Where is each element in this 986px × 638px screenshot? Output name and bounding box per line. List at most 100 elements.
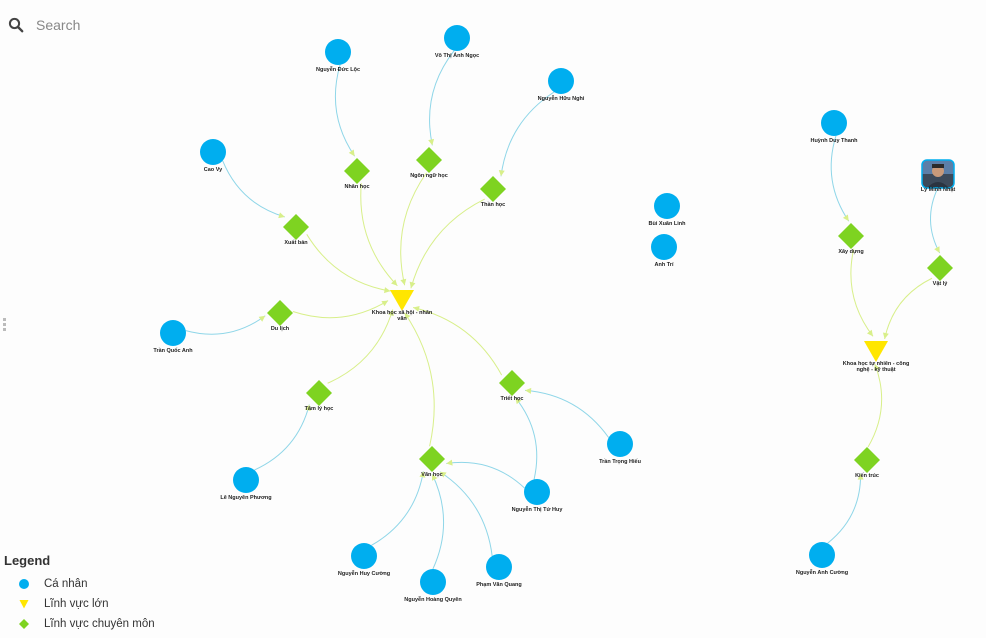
edge [930, 186, 941, 254]
edge [327, 309, 394, 384]
graph-node-person[interactable]: Nguyễn Anh Cường [796, 542, 848, 576]
edge-line [446, 461, 525, 489]
edge-line [867, 363, 883, 448]
drag-handle[interactable] [3, 318, 6, 331]
edge-arrowhead [278, 212, 285, 219]
edge [431, 473, 445, 570]
node-label: Lê Nguyên Phương [220, 495, 271, 501]
person-circle [325, 39, 351, 65]
edges-layer [185, 50, 941, 570]
legend-item-major: Lĩnh vực lớn [4, 594, 155, 614]
graph-node-person[interactable]: Nguyễn Huy Cường [338, 543, 390, 577]
search-input[interactable] [34, 16, 288, 34]
edge-arrowhead [348, 149, 355, 157]
node-label: Kiến trúc [855, 472, 879, 479]
legend-item-specialty: Lĩnh vực chuyên môn [4, 614, 155, 634]
graph-node-person[interactable]: Trần Quốc Anh [153, 320, 193, 354]
specialty-diamond [480, 176, 506, 202]
node-label: Lý Minh Nhật [921, 187, 956, 193]
edge-arrowhead [409, 281, 416, 289]
graph-node-specialty[interactable]: Du lịch [267, 300, 293, 332]
edge-arrowhead [391, 279, 398, 286]
node-label: Nguyễn Đức Lộc [316, 66, 360, 73]
edge-arrowhead [404, 312, 411, 320]
node-label: Nguyễn Hoàng Quyên [404, 596, 462, 603]
node-label: Du lịch [271, 326, 290, 332]
node-label-line: Khoa học tự nhiên - công [843, 361, 910, 367]
edge [867, 363, 883, 448]
node-label: Vật lý [933, 281, 949, 287]
graph-node-person[interactable]: Lý Minh Nhật [921, 159, 956, 193]
graph-node-specialty[interactable]: Văn học [419, 446, 445, 478]
graph-node-person[interactable]: Nguyễn Thị Tứ Huy [512, 479, 564, 513]
graph-node-specialty[interactable]: Xuất bản [283, 214, 309, 246]
edge [850, 248, 874, 337]
edge [446, 459, 525, 489]
edge-line [185, 315, 266, 335]
edge-arrowhead [882, 332, 889, 339]
graph-node-specialty[interactable]: Vật lý [927, 255, 953, 287]
graph-node-person[interactable]: Cao Vy [200, 139, 226, 173]
node-label: Huỳnh Duy Thanh [810, 138, 858, 144]
edge [525, 387, 610, 438]
graph-node-person[interactable]: Nguyễn Hữu Nghi [538, 68, 585, 102]
person-circle [651, 234, 677, 260]
graph-node-person[interactable]: Nguyễn Hoàng Quyên [404, 569, 462, 603]
legend-triangle-icon [4, 598, 44, 610]
edge-line [413, 307, 503, 376]
edge-arrowhead [384, 287, 391, 294]
node-label: Xuất bản [284, 239, 308, 246]
edge-line [884, 277, 933, 340]
person-circle [200, 139, 226, 165]
graph-node-specialty[interactable]: Nhân học [344, 158, 370, 190]
edge-arrowhead [446, 459, 453, 466]
person-circle [351, 543, 377, 569]
node-label: Phạm Văn Quang [476, 582, 522, 588]
person-circle [607, 431, 633, 457]
person-circle [486, 554, 512, 580]
person-circle [654, 193, 680, 219]
graph-node-person[interactable]: Huỳnh Duy Thanh [810, 110, 858, 144]
graph-node-person[interactable]: Phạm Văn Quang [476, 554, 522, 588]
edge-arrowhead [515, 397, 522, 405]
graph-node-specialty[interactable]: Tâm lý học [305, 380, 334, 412]
edge-line [360, 183, 398, 287]
specialty-diamond [927, 255, 953, 281]
graph-node-specialty[interactable]: Ngôn ngữ học [410, 147, 448, 179]
node-label: Triết học [501, 395, 524, 402]
edge-line [404, 312, 435, 447]
node-label: Văn học [421, 472, 442, 478]
specialty-diamond [283, 214, 309, 240]
legend-label: Cá nhân [44, 578, 88, 590]
specialty-diamond [838, 223, 864, 249]
edge [400, 172, 427, 286]
graph-node-person[interactable]: Võ Thị Ánh Ngọc [435, 25, 479, 59]
edge-line [850, 248, 874, 337]
node-label: Xây dựng [838, 249, 863, 255]
graph-node-specialty[interactable]: Thần học [480, 176, 506, 208]
graph-node-person[interactable]: Lê Nguyên Phương [220, 467, 272, 501]
edge-arrowhead [874, 363, 880, 371]
person-circle [548, 68, 574, 94]
person-circle [420, 569, 446, 595]
graph-node-specialty[interactable]: Triết học [499, 370, 525, 402]
search-bar[interactable] [8, 10, 308, 40]
person-circle [524, 479, 550, 505]
graph-node-person[interactable]: Anh Trí [651, 234, 677, 268]
graph-node-specialty[interactable]: Kiến trúc [854, 447, 880, 479]
graph-node-person[interactable]: Nguyễn Đức Lộc [316, 39, 360, 73]
node-label: Anh Trí [655, 262, 674, 268]
graph-node-person[interactable]: Trần Trọng Hiếu [599, 431, 641, 465]
legend: Legend Cá nhân Lĩnh vực lớn Lĩnh vực chu… [4, 553, 155, 634]
edge [222, 160, 286, 219]
edge-line [254, 404, 310, 471]
node-label: Võ Thị Ánh Ngọc [435, 52, 479, 59]
graph-node-person[interactable]: Bùi Xuân Linh [649, 193, 687, 227]
node-label: Tâm lý học [305, 406, 334, 412]
graph-node-specialty[interactable]: Xây dựng [838, 223, 864, 255]
